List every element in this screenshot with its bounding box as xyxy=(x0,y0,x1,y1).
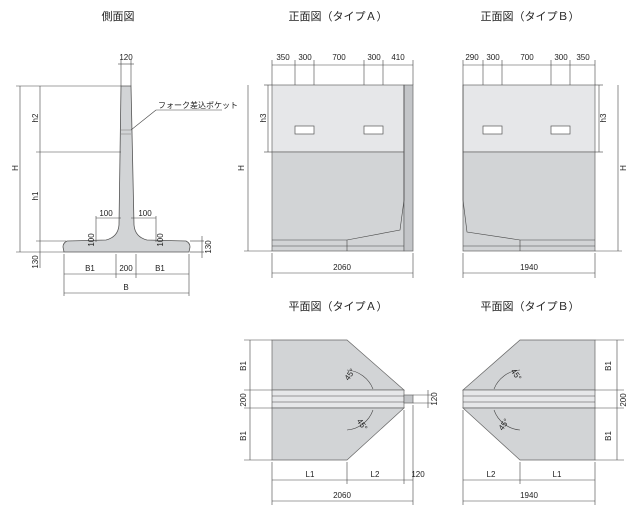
plan-a-upper-wing xyxy=(271,339,405,391)
dim-b-h3: h3 xyxy=(599,113,608,122)
plan-view-b: 45° 45° B1 200 B1 L2 L1 1940 xyxy=(462,339,628,505)
callout-fork-pocket: フォーク差込ポケット xyxy=(158,100,238,110)
plan-view-a: 45° 45° B1 200 B1 120 L1 L2 120 2060 xyxy=(239,339,439,505)
dim-plan-a-b1-top: B1 xyxy=(239,361,248,371)
plan-b-lower-wing xyxy=(462,407,596,461)
front-view-a-title: 正面図（タイプＡ） xyxy=(289,10,388,23)
dim-plan-a-l1: L1 xyxy=(306,470,315,479)
front-view-a: 350 300 700 300 410 h3 H 2060 xyxy=(237,53,414,278)
dim-a-300-left: 300 xyxy=(298,53,312,62)
dim-b-300-right: 300 xyxy=(554,53,568,62)
dim-b-total: B xyxy=(123,283,128,292)
dim-b1-left: B1 xyxy=(85,264,95,273)
side-view: 120 h2 H h1 130 フォーク差込ポケット 100 100 100 1… xyxy=(11,53,238,296)
dim-a-h3: h3 xyxy=(259,113,268,122)
plan-a-end-tab xyxy=(403,394,414,404)
dim-b-300-left: 300 xyxy=(486,53,500,62)
dim-a-350: 350 xyxy=(276,53,290,62)
front-view-b-title: 正面図（タイプＢ） xyxy=(481,10,580,23)
plan-view-a-title: 平面図（タイプＡ） xyxy=(289,300,388,313)
dim-h: H xyxy=(11,165,20,171)
dim-plan-a-mid: 200 xyxy=(239,393,248,407)
front-b-lower-panel xyxy=(462,151,596,252)
dim-plan-a-tab-width: 120 xyxy=(411,470,425,479)
fork-pocket-right xyxy=(363,125,384,135)
front-view-b: 290 300 700 300 350 h3 H 1940 xyxy=(462,53,628,278)
dim-b-700: 700 xyxy=(520,53,534,62)
front-a-end-face xyxy=(403,84,414,252)
dim-b1-right: B1 xyxy=(155,264,165,273)
plan-a-stem-strip xyxy=(271,389,405,409)
dim-plan-a-b1-bottom: B1 xyxy=(239,431,248,441)
plan-b-upper-wing xyxy=(462,339,596,391)
plan-b-stem-strip xyxy=(462,389,596,409)
dim-stem-width: 200 xyxy=(119,264,133,273)
dim-plan-b-b1-top: B1 xyxy=(604,361,613,371)
dim-toe-thickness: 130 xyxy=(204,240,213,254)
dim-fillet-left-height: 100 xyxy=(87,233,96,247)
dim-b-total: 1940 xyxy=(520,263,538,272)
dim-plan-b-l2: L2 xyxy=(487,470,496,479)
dim-a-700: 700 xyxy=(332,53,346,62)
side-profile xyxy=(62,85,191,253)
dim-fillet-right-width: 100 xyxy=(138,209,152,218)
dim-fillet-right-height: 100 xyxy=(156,233,165,247)
dim-base-thickness: 130 xyxy=(31,255,40,269)
front-a-lower-panel xyxy=(271,151,405,252)
side-view-title: 側面図 xyxy=(102,10,135,23)
dim-plan-b-b1-bottom: B1 xyxy=(604,431,613,441)
dim-a-300-right: 300 xyxy=(367,53,381,62)
dim-a-total: 2060 xyxy=(333,263,351,272)
dim-top-width: 120 xyxy=(119,53,133,62)
plan-view-b-title: 平面図（タイプＢ） xyxy=(481,300,580,313)
dim-plan-a-l2: L2 xyxy=(371,470,380,479)
dim-b-290: 290 xyxy=(465,53,479,62)
dim-plan-b-l1: L1 xyxy=(553,470,562,479)
dim-plan-b-total: 1940 xyxy=(520,491,538,500)
plan-a-lower-wing xyxy=(271,407,405,461)
fork-pocket-left xyxy=(482,125,503,135)
fork-pocket-right xyxy=(550,125,571,135)
dim-h2: h2 xyxy=(31,113,40,122)
front-b-upper-panel xyxy=(462,84,596,153)
dim-fillet-left-width: 100 xyxy=(99,209,113,218)
dim-a-410: 410 xyxy=(391,53,405,62)
fork-pocket-left xyxy=(294,125,315,135)
dim-plan-b-mid: 200 xyxy=(619,393,628,407)
dim-b-350: 350 xyxy=(576,53,590,62)
dim-b-h: H xyxy=(619,165,628,171)
front-a-upper-panel xyxy=(271,84,405,153)
dim-a-h: H xyxy=(237,165,246,171)
dim-h1: h1 xyxy=(31,191,40,200)
dim-plan-a-tab: 120 xyxy=(430,392,439,406)
dim-plan-a-total: 2060 xyxy=(333,491,351,500)
